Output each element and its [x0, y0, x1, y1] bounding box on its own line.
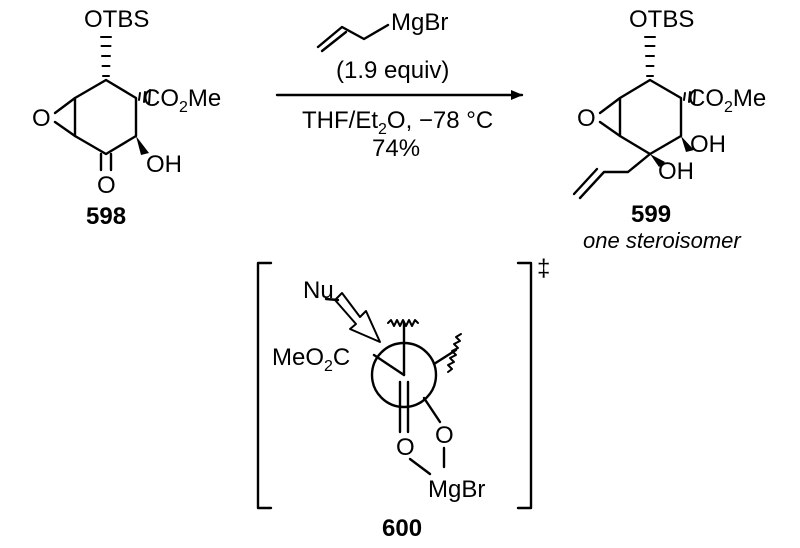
- ts-ester-label: MeO2C: [272, 344, 350, 375]
- ester-label-598: CO2Me: [143, 85, 221, 116]
- allyl-chain: [316, 23, 390, 49]
- ts-o2-label: O: [435, 422, 454, 449]
- grignard-label: MgBr: [391, 9, 448, 36]
- compound-599: OTBS O CO2Me OH OH 599 one steroisomer: [572, 6, 766, 253]
- epoxide-bond-599: [598, 120, 622, 138]
- epoxide-bond-598: [53, 120, 77, 138]
- conditions-label: THF/Et2O, −78 °C: [302, 107, 493, 138]
- front-bond-ester: [372, 353, 406, 377]
- hashed-bond-ester-599: [683, 89, 696, 105]
- wedge-bond-oh2-599: [650, 154, 665, 167]
- stereo-note: one steroisomer: [583, 228, 742, 253]
- oh-label-598: OH: [146, 151, 182, 178]
- dagger-symbol: ‡: [537, 255, 550, 282]
- epoxide-o-label-598: O: [32, 105, 51, 132]
- epoxide-o-label-599: O: [577, 105, 596, 132]
- yield-label: 74%: [372, 135, 420, 162]
- ester-label-599: CO2Me: [688, 85, 766, 116]
- epoxide-bond-599: [598, 96, 622, 115]
- ester-o-bond: [422, 396, 442, 424]
- hashed-bond-otbs-598: [100, 36, 112, 77]
- allyl-double-bond-599: [572, 167, 599, 196]
- oh1-label-599: OH: [690, 131, 726, 158]
- hashed-bond-ester-598: [138, 89, 151, 105]
- equiv-label: (1.9 equiv): [336, 57, 449, 84]
- compound-number-599: 599: [631, 201, 671, 228]
- otbs-label-598: OTBS: [84, 6, 149, 33]
- cyclohexane-ring-599: [618, 78, 683, 156]
- wedge-bond-oh-598: [136, 136, 149, 155]
- wedge-bond-oh1-599: [681, 136, 694, 152]
- compound-number-598: 598: [86, 203, 126, 230]
- wavy-bond: [447, 333, 462, 373]
- epoxide-bond-598: [53, 96, 77, 115]
- transition-state-600: ‡ MeO2C O O MgBr Nu 600: [256, 255, 550, 542]
- chelate-bond: [408, 457, 432, 476]
- compound-number-600: 600: [382, 515, 422, 542]
- reaction-arrow-group: MgBr (1.9 equiv) THF/Et2O, −78 °C 74%: [275, 9, 524, 162]
- ts-o1-label: O: [396, 434, 415, 461]
- oh2-label-599: OH: [658, 158, 694, 185]
- hashed-bond-otbs-599: [644, 36, 656, 77]
- ketone-o-label-598: O: [97, 172, 116, 199]
- ts-mg-label: MgBr: [428, 476, 485, 503]
- nu-connector: [324, 297, 340, 302]
- nucleophile-arrow: [334, 292, 381, 343]
- cyclohexane-ring-598: [73, 78, 138, 156]
- compound-598: OTBS O O OH CO2Me 598: [32, 6, 221, 230]
- wavy-bond: [387, 319, 419, 327]
- otbs-label-599: OTBS: [629, 6, 694, 33]
- left-bracket: [256, 261, 273, 510]
- allyl-chain-599: [578, 152, 652, 200]
- allyl-double-bond: [320, 30, 348, 53]
- right-bracket: [516, 261, 533, 510]
